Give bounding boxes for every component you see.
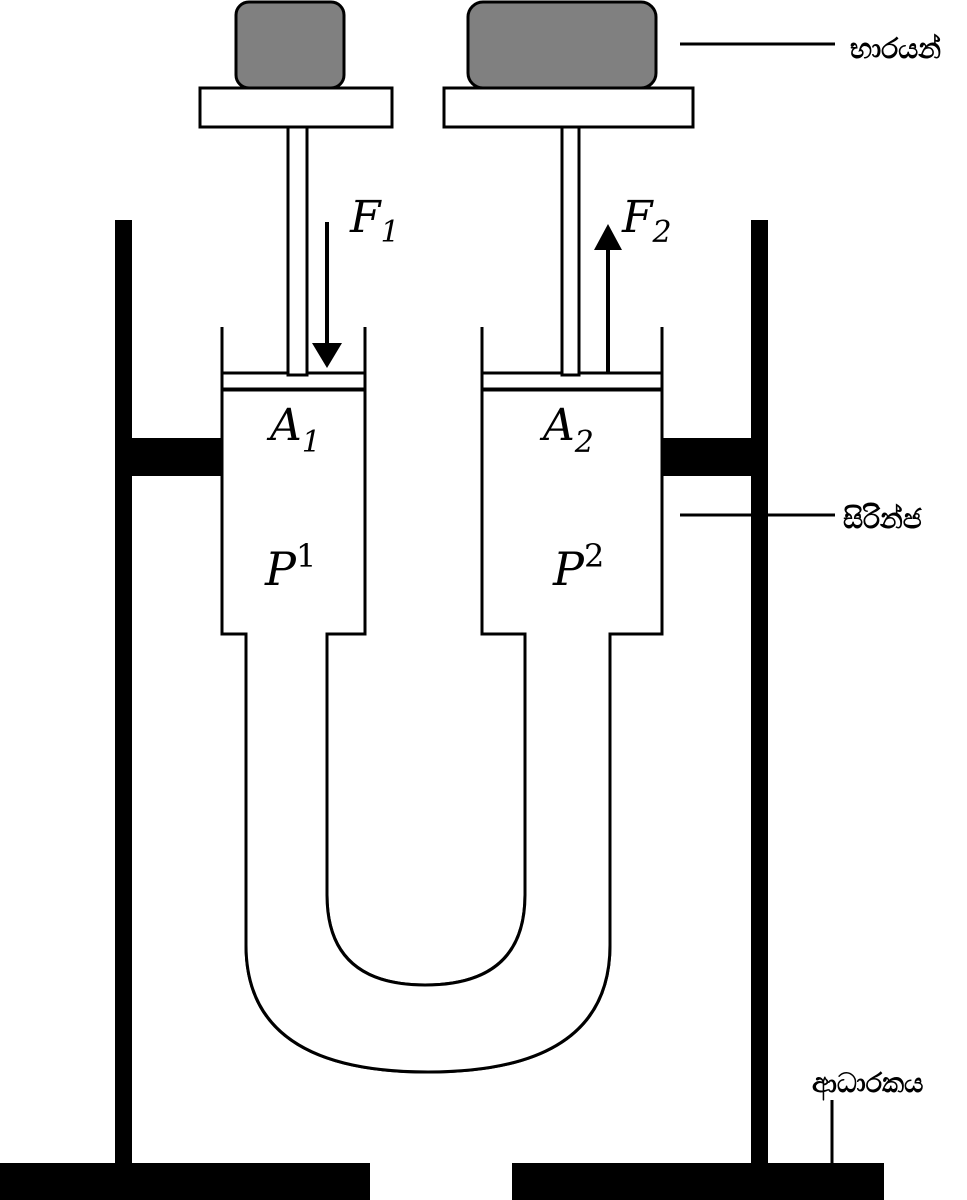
- force-left-label: F1: [349, 192, 400, 250]
- left-weight: [234, 0, 346, 90]
- right-stand-rod: [751, 220, 768, 1170]
- right-stand: [512, 220, 884, 1200]
- pressure-right-label: P2: [552, 537, 604, 596]
- left-stand: [0, 220, 370, 1200]
- stand-label: ආධාරකය: [812, 1068, 923, 1101]
- area-left-label: A1: [266, 400, 321, 460]
- left-piston-rod: [286, 125, 309, 377]
- force-arrow-down: [312, 222, 342, 368]
- left-clamp: [130, 438, 222, 476]
- right-stand-base: [512, 1163, 884, 1200]
- weights-label: භාරයන්: [850, 32, 941, 65]
- area-right-label: A2: [539, 400, 594, 460]
- right-weight: [466, 0, 658, 90]
- left-stand-rod: [115, 220, 132, 1170]
- pressure-left-label: P1: [264, 537, 316, 596]
- force-arrow-up: [594, 224, 622, 372]
- syringe-label: සිරින්ජ: [843, 501, 923, 535]
- right-clamp: [662, 438, 754, 476]
- left-stand-base: [0, 1163, 370, 1200]
- right-platform: [442, 86, 695, 129]
- force-right-label: F2: [621, 192, 672, 250]
- left-syringe-barrel: [220, 388, 664, 1074]
- right-piston-rod: [560, 125, 581, 377]
- left-platform: [198, 86, 394, 129]
